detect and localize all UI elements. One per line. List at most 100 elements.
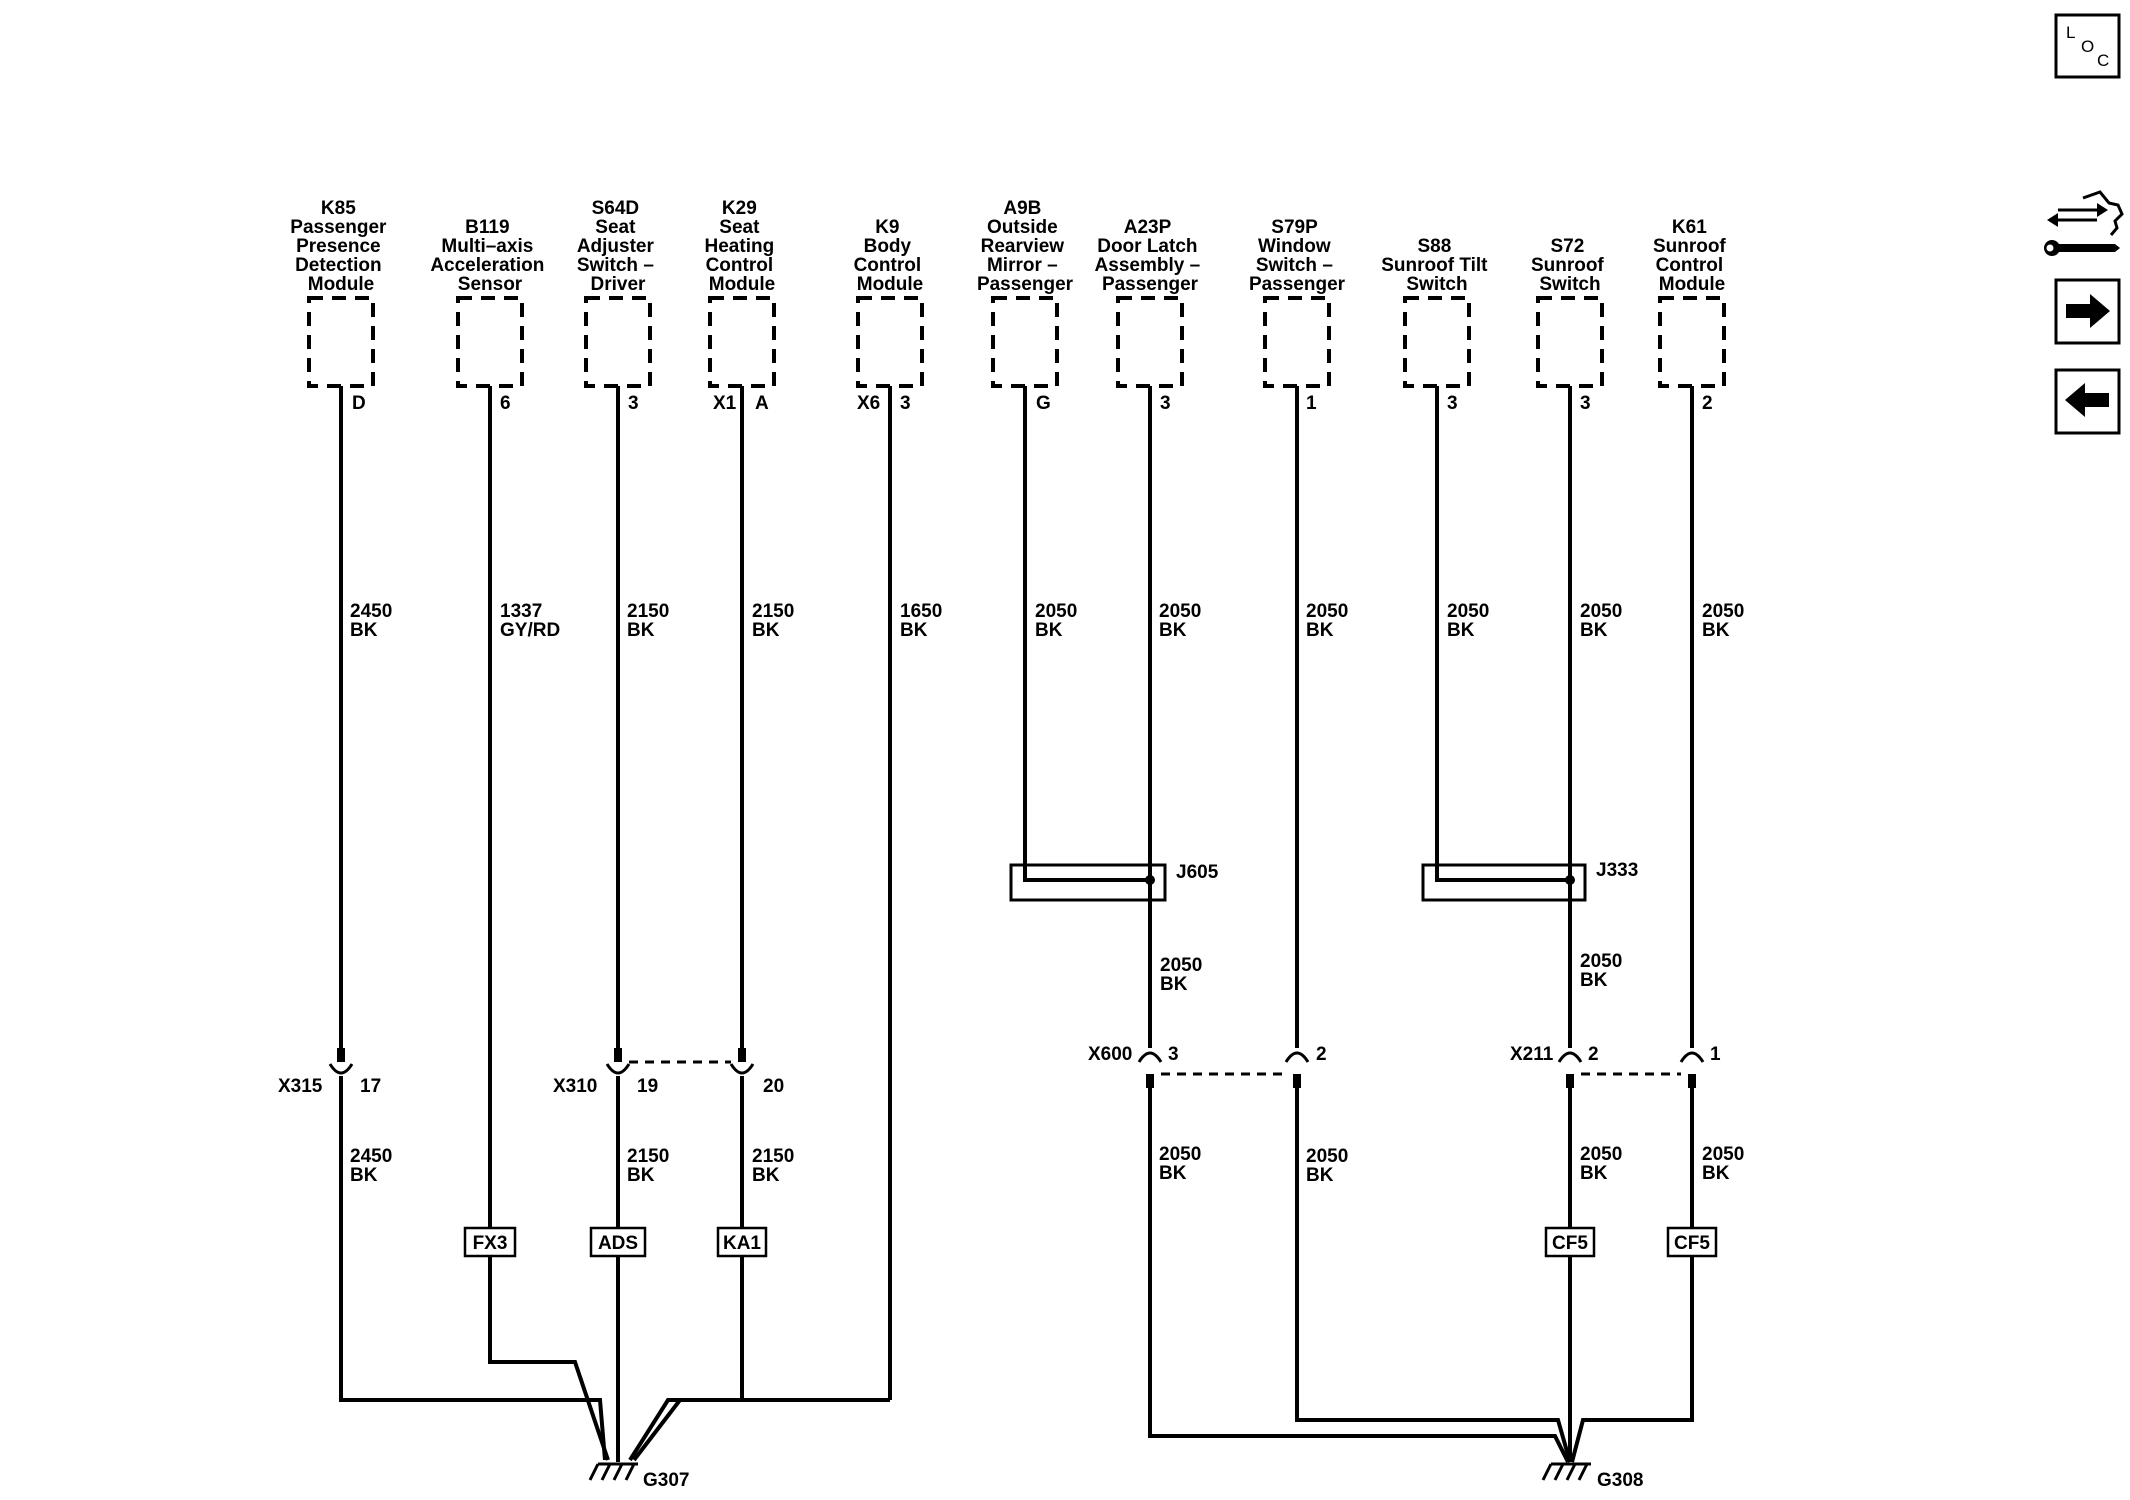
pin-k29-connector: X1 xyxy=(713,393,737,414)
component-title-k29: K29 Seat Heating Control Module xyxy=(705,198,780,295)
ground-g308[interactable]: G308 xyxy=(1541,1462,1643,1491)
splice-j605[interactable]: J605 xyxy=(1009,862,1219,902)
component-titles: K85 Passenger Presence Detection Module … xyxy=(290,198,1731,295)
connector-name-x600: X600 xyxy=(1088,1044,1132,1065)
connector-pin-x211-2: 2 xyxy=(1588,1044,1599,1065)
component-title-k85: K85 Passenger Presence Detection Module xyxy=(290,198,391,295)
component-title-a9b: A9B Outside Rearview Mirror – Passenger xyxy=(977,198,1074,295)
pin-s88: 3 xyxy=(1447,393,1458,414)
splice-label-j333: J333 xyxy=(1596,860,1638,881)
component-box-k85[interactable] xyxy=(307,296,375,388)
wire-s79p-lower xyxy=(1295,1088,1572,1463)
pin-k9: 3 xyxy=(900,393,911,414)
connector-name-x310: X310 xyxy=(553,1076,597,1097)
component-boxes xyxy=(307,296,1726,388)
connector-pin-x600-2: 2 xyxy=(1316,1044,1327,1065)
wire-k9-lower xyxy=(632,1398,890,1462)
connector-end-view-icon[interactable] xyxy=(2044,190,2124,256)
pin-s64d: 3 xyxy=(628,393,639,414)
wire-k85-lower xyxy=(339,1076,607,1461)
pin-a9b: G xyxy=(1036,393,1051,414)
pin-labels: D 6 3 X1 A X6 3 G 3 1 3 3 2 xyxy=(352,393,1713,414)
wire-k29-lower xyxy=(628,1076,744,1462)
splice-j333[interactable]: J333 xyxy=(1421,860,1638,902)
wire-s88[interactable] xyxy=(1435,386,1570,882)
ground-g307[interactable]: G307 xyxy=(588,1462,689,1491)
ground-icon xyxy=(1541,1462,1591,1481)
pin-k61: 2 xyxy=(1702,393,1713,414)
pin-k85: D xyxy=(352,393,366,414)
component-box-b119[interactable] xyxy=(456,296,524,388)
loc-letter-l: L xyxy=(2066,23,2075,42)
component-box-k61[interactable] xyxy=(1658,296,1726,388)
arrow-right-icon xyxy=(2066,294,2110,328)
component-box-s79p[interactable] xyxy=(1263,296,1331,388)
component-title-b119: B119 Multi–axis Acceleration Sensor xyxy=(430,217,549,295)
wire-a9b[interactable] xyxy=(1023,386,1150,882)
component-box-s72[interactable] xyxy=(1536,296,1604,388)
connector-name-x211: X211 xyxy=(1510,1044,1554,1065)
component-title-s72: S72 Sunroof Switch xyxy=(1531,236,1609,295)
inline-connector-x600[interactable]: X600 3 2 xyxy=(1088,1044,1327,1088)
wire-a23p-lower xyxy=(1148,1088,1570,1463)
arrow-left-icon xyxy=(2065,383,2109,417)
harness-tags: FX3 ADS KA1 CF5 CF5 xyxy=(463,1226,1718,1258)
component-box-k9[interactable] xyxy=(856,296,924,388)
loc-letter-o: O xyxy=(2081,37,2094,56)
tag-cf5-k61: CF5 xyxy=(1666,1226,1718,1258)
loc-letter-c: C xyxy=(2097,51,2109,70)
loc-button[interactable]: L O C xyxy=(2054,13,2121,79)
tag-fx3: FX3 xyxy=(463,1226,517,1258)
connector-pin-x310-19: 19 xyxy=(637,1076,658,1097)
tag-ads: ADS xyxy=(589,1226,647,1258)
ground-label-g307: G307 xyxy=(643,1470,689,1491)
component-box-k29[interactable] xyxy=(708,296,776,388)
pin-b119: 6 xyxy=(500,393,511,414)
tag-cf5-s72: CF5 xyxy=(1544,1226,1596,1258)
inline-connector-x310[interactable]: X310 19 20 xyxy=(553,1048,784,1097)
component-title-s79p: S79P Window Switch – Passenger xyxy=(1249,217,1346,295)
connector-pin-x211-1: 1 xyxy=(1710,1044,1721,1065)
svg-text:CF5: CF5 xyxy=(1674,1233,1710,1254)
pin-k29: A xyxy=(755,393,769,414)
connector-pin-x600-3: 3 xyxy=(1168,1044,1179,1065)
svg-text:KA1: KA1 xyxy=(723,1233,761,1254)
component-box-a9b[interactable] xyxy=(991,296,1059,388)
wire-b119-lower xyxy=(488,1254,610,1461)
component-box-s64d[interactable] xyxy=(584,296,652,388)
inline-connector-x211[interactable]: X211 2 1 xyxy=(1510,1044,1721,1088)
next-page-button[interactable] xyxy=(2054,278,2121,345)
prev-page-button[interactable] xyxy=(2054,368,2121,435)
component-title-k61: K61 Sunroof Control Module xyxy=(1653,217,1731,295)
svg-text:ADS: ADS xyxy=(598,1233,638,1254)
component-title-a23p: A23P Door Latch Assembly – Passenger xyxy=(1095,217,1206,295)
pin-a23p: 3 xyxy=(1160,393,1171,414)
connector-pin-x315-17: 17 xyxy=(360,1076,381,1097)
inline-connector-x315[interactable]: X315 17 xyxy=(278,1048,381,1097)
component-box-s88[interactable] xyxy=(1403,296,1471,388)
svg-text:FX3: FX3 xyxy=(473,1233,508,1254)
connector-name-x315: X315 xyxy=(278,1076,323,1097)
connector-pin-x310-20: 20 xyxy=(763,1076,784,1097)
component-box-a23p[interactable] xyxy=(1116,296,1184,388)
component-title-s88: S88 Sunroof Tilt Switch xyxy=(1381,236,1493,295)
